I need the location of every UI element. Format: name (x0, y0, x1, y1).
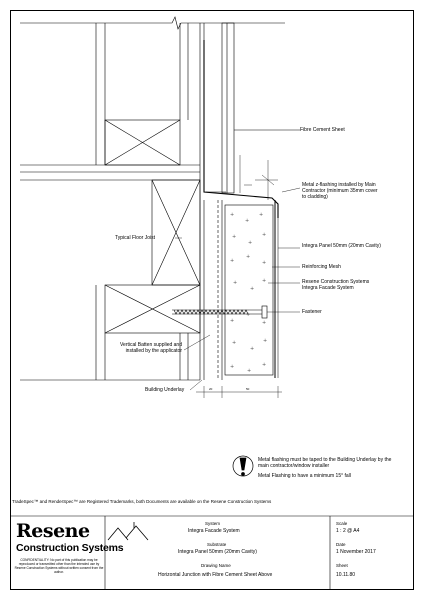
svg-text:+: + (232, 234, 236, 240)
integra-panel: + + + + + + + + + + + + + + + + + + + + + (224, 200, 279, 378)
system-label: System (205, 521, 221, 526)
note-flashing-fall: Metal Flashing to have a minimum 15° fal… (258, 473, 351, 479)
break-line-top (20, 16, 285, 30)
drawing-name-value: Horizontal Junction with Fibre Cement Sh… (158, 572, 273, 578)
svg-text:+: + (230, 212, 234, 218)
label-fibre-cement-sheet: Fibre Cement Sheet (300, 127, 345, 133)
svg-text:+: + (262, 320, 266, 326)
label-vertical-batten: Vertical Batten supplied and installed b… (120, 342, 182, 354)
note-flashing-taped: Metal flashing must be taped to the Buil… (258, 457, 392, 469)
label-rcs-integra: Resene Construction Systems Integra Faca… (302, 279, 370, 291)
sheet-value: 10.11.80 (336, 572, 356, 578)
drawing-name-label: Drawing Name (201, 563, 231, 568)
svg-text:+: + (262, 278, 266, 284)
label-building-underlay: Building Underlay (145, 387, 185, 393)
logo-construction-systems: Construction Systems (16, 542, 124, 554)
date-label: Date (336, 542, 346, 547)
svg-text:+: + (230, 258, 234, 264)
svg-text:+: + (263, 338, 267, 344)
title-block-frame (10, 515, 414, 590)
fibre-cement-sheet-assembly (199, 22, 300, 194)
substrate-label: Substrate (207, 542, 227, 547)
svg-text:+: + (232, 340, 236, 346)
label-fastener: Fastener (302, 309, 322, 315)
svg-text:+: + (259, 212, 263, 218)
timber-framing (20, 23, 201, 381)
confidentiality-note: CONFIDENTIALITY: No part of this publica… (14, 558, 104, 574)
svg-text:+: + (250, 286, 254, 292)
label-integra-panel: Integra Panel 50mm (20mm Cavity) (302, 243, 381, 249)
trademark-note: TradeSpec™ and RenderSpec™ are Registere… (12, 499, 272, 504)
svg-text:50: 50 (246, 387, 250, 391)
scale-value: 1 : 2 @ A4 (336, 528, 360, 534)
label-z-flashing: Metal z-flashing installed by Main Contr… (302, 182, 378, 200)
svg-text:+: + (230, 364, 234, 370)
scale-label: Scale (336, 521, 348, 526)
svg-text:+: + (230, 318, 234, 324)
fastener (172, 305, 268, 319)
svg-text:+: + (233, 280, 237, 286)
system-value: Integra Facade System (188, 528, 240, 534)
label-reinforcing-mesh: Reinforcing Mesh (302, 264, 341, 270)
label-typical-floor-joist: Typical Floor Joist (115, 235, 156, 241)
svg-text:+: + (246, 312, 250, 318)
svg-text:+: + (262, 232, 266, 238)
svg-text:+: + (245, 218, 249, 224)
cavity-and-batten (199, 190, 223, 380)
date-value: 1 November 2017 (336, 549, 376, 555)
svg-text:+: + (262, 362, 266, 368)
svg-text:+: + (248, 240, 252, 246)
sheet-label: Sheet (336, 563, 348, 568)
flashing-symbol-icon (232, 455, 254, 477)
logo-resene: Resene (16, 520, 90, 542)
svg-text:20: 20 (209, 387, 213, 391)
logo-house-icon (107, 522, 149, 541)
panel-dimension: 20 50 (196, 386, 282, 398)
drawing-sheet (10, 10, 414, 590)
svg-text:+: + (247, 368, 251, 374)
z-flashing (203, 40, 279, 218)
flashing-dimension (239, 155, 278, 200)
svg-text:+: + (250, 346, 254, 352)
substrate-value: Integra Panel 50mm (20mm Cavity) (178, 549, 257, 555)
leader-lines (175, 187, 301, 391)
svg-text:+: + (246, 254, 250, 260)
svg-text:+: + (262, 260, 266, 266)
